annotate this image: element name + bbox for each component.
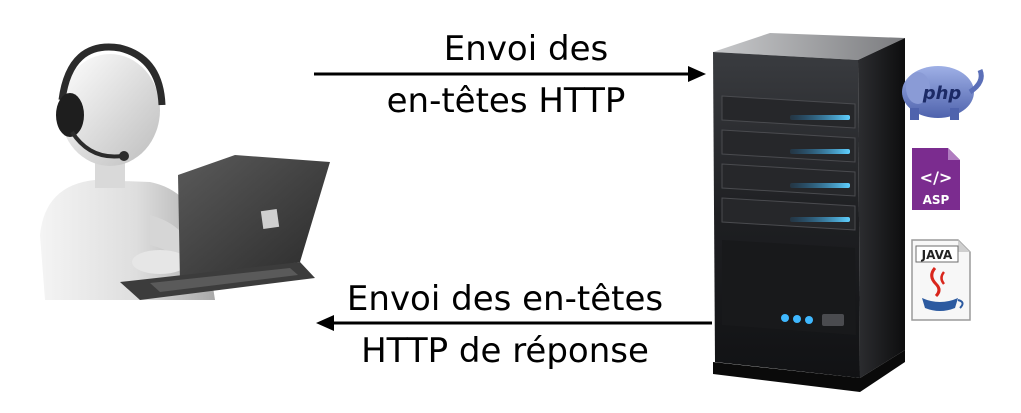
asp-symbol-text: </> (920, 168, 953, 187)
request-arrow (314, 66, 706, 82)
php-logo-icon: php (902, 66, 984, 120)
client-person-icon (40, 43, 215, 300)
java-file-icon: JAVA (911, 239, 971, 321)
asp-label-text: ASP (923, 193, 950, 207)
server-tower-icon (713, 33, 905, 392)
server-led-3 (790, 183, 850, 188)
request-label-line2: en-têtes HTTP (387, 81, 626, 121)
response-arrow (316, 315, 712, 331)
asp-file-icon: </> ASP (912, 148, 960, 210)
server-led-4 (790, 217, 850, 222)
server-led-1 (790, 115, 850, 120)
server-led-2 (790, 149, 850, 154)
laptop-icon (120, 155, 330, 300)
java-label-text: JAVA (921, 248, 953, 262)
response-label-line2: HTTP de réponse (361, 331, 649, 371)
response-label-line1: Envoi des en-têtes (347, 279, 663, 319)
php-logo-text: php (922, 83, 962, 104)
request-label-line1: Envoi des (444, 29, 608, 69)
